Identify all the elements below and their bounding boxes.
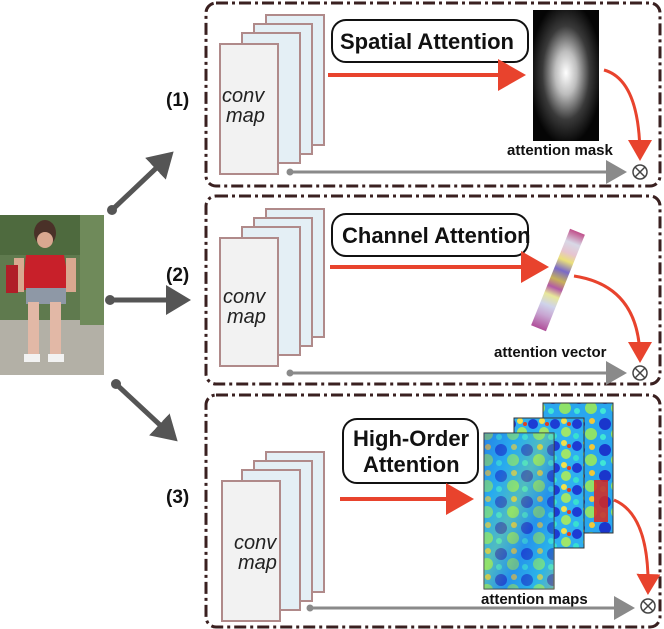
conv-label-line2: map bbox=[226, 105, 265, 127]
red-curve-arrow bbox=[603, 68, 652, 161]
title-box bbox=[331, 213, 529, 257]
attention-mask-image bbox=[533, 10, 599, 141]
branch-title-line2: Attention bbox=[363, 452, 460, 477]
attention-vector-image bbox=[531, 228, 585, 332]
output-caption: attention vector bbox=[494, 344, 607, 361]
conv-map-stack: conv map bbox=[219, 208, 325, 367]
branch-connectors bbox=[105, 151, 191, 442]
multiply-otimes-icon bbox=[632, 164, 648, 180]
red-curve-arrow bbox=[573, 274, 652, 363]
branch-number-1: (1) bbox=[166, 90, 189, 111]
conv-label-line1: conv bbox=[223, 286, 266, 308]
multiply-otimes-icon bbox=[640, 598, 656, 614]
branch-frame bbox=[204, 393, 662, 629]
multiply-otimes-icon bbox=[632, 365, 648, 381]
branch-high-order-attention: conv map High-Order Attention attention … bbox=[204, 393, 662, 629]
output-caption: attention mask bbox=[507, 142, 614, 159]
branch-title: Channel Attention bbox=[342, 223, 531, 248]
attention-maps-stack bbox=[483, 402, 614, 590]
branch-channel-attention: conv map Channel Attention attention vec… bbox=[204, 194, 662, 386]
conv-label-line1: conv bbox=[222, 85, 265, 107]
conv-label-line2: map bbox=[227, 306, 266, 328]
title-box bbox=[342, 418, 479, 484]
red-curve-arrow bbox=[613, 498, 661, 595]
title-box bbox=[331, 19, 529, 63]
conv-label-line1: conv bbox=[234, 532, 277, 554]
branch-title-line1: High-Order bbox=[353, 426, 470, 451]
conv-label-line2: map bbox=[238, 552, 277, 574]
output-caption: attention maps bbox=[481, 591, 588, 608]
branch-number-3: (3) bbox=[166, 487, 189, 508]
branch-spatial-attention: conv map Spatial Attention attention mas… bbox=[204, 1, 662, 188]
conv-map-stack: conv map bbox=[221, 451, 325, 622]
branch-title: Spatial Attention bbox=[340, 29, 514, 54]
branch-number-2: (2) bbox=[166, 265, 189, 286]
conv-map-stack: conv map bbox=[219, 14, 325, 175]
branch-frame bbox=[204, 1, 662, 188]
branch-frame bbox=[204, 194, 662, 386]
input-pedestrian-image bbox=[0, 215, 104, 375]
